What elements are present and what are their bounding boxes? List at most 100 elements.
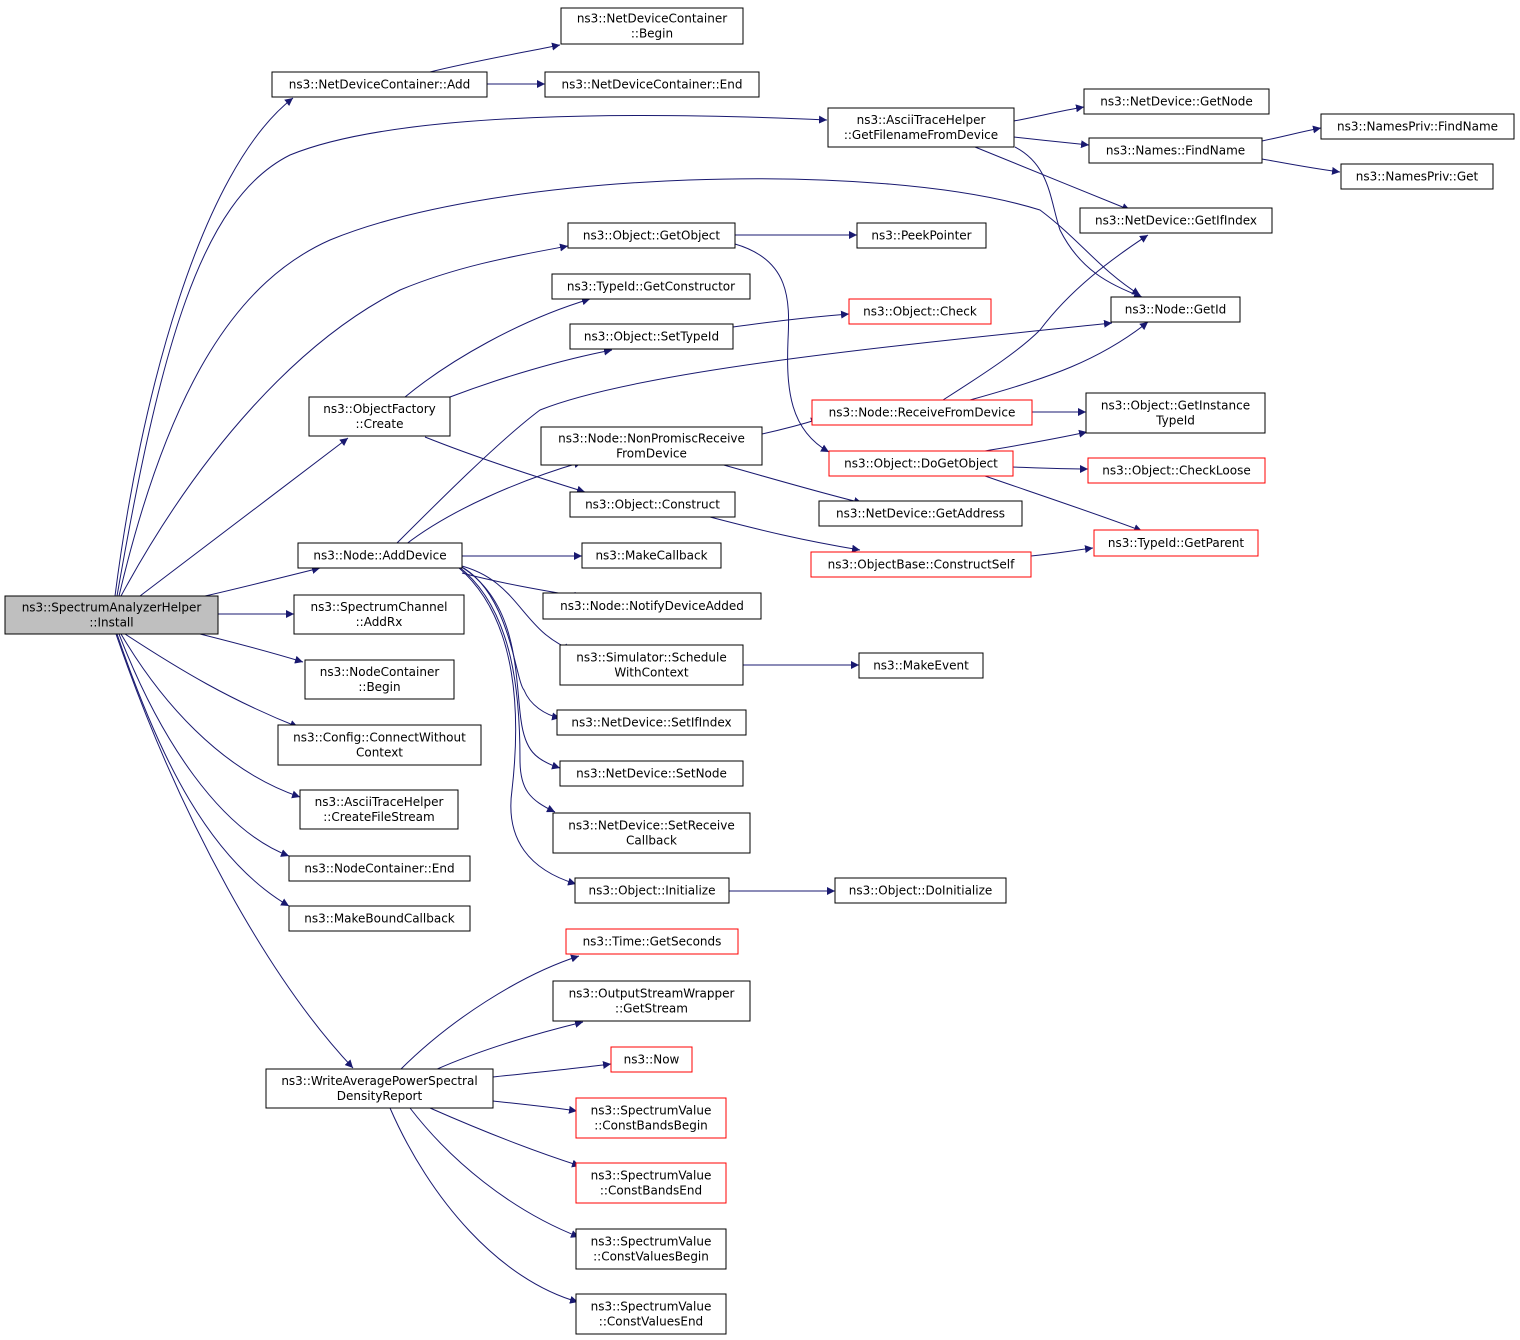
node-box [560, 7, 744, 45]
node-ndc-add[interactable]: ns3::NetDeviceContainer::Add [271, 71, 488, 98]
node-box [834, 877, 1007, 904]
node-label: ns3::NodeContainer [320, 665, 440, 679]
node-label: ns3::NetDevice::SetNode [576, 767, 727, 781]
node-node-notifydeviceadded[interactable]: ns3::Node::NotifyDeviceAdded [542, 592, 762, 620]
node-box [1093, 529, 1259, 557]
node-box [574, 877, 730, 904]
node-label: ns3::NodeContainer::End [304, 862, 454, 876]
node-box [299, 789, 459, 830]
node-namespriv-findname[interactable]: ns3::NamesPriv::FindName [1320, 113, 1515, 140]
node-label: ns3::Names::FindName [1106, 144, 1245, 158]
node-osw-getstream[interactable]: ns3::OutputStreamWrapper::GetStream [552, 980, 751, 1022]
edge-ath-findname [1013, 136, 1090, 149]
node-label: ns3::TypeId::GetParent [1108, 536, 1244, 550]
node-now[interactable]: ns3::Now [610, 1046, 693, 1073]
node-nodecontainer-begin[interactable]: ns3::NodeContainer::Begin [304, 659, 455, 700]
edge-dogetobject-checkloose [1012, 464, 1089, 473]
edge-ath-getnode [1013, 104, 1085, 122]
node-makecallback[interactable]: ns3::MakeCallback [581, 542, 722, 569]
node-label: ns3::NetDeviceContainer::End [561, 78, 742, 92]
edge-receive-getifindex [942, 234, 1149, 401]
node-typeid-getconstructor[interactable]: ns3::TypeId::GetConstructor [551, 273, 751, 300]
node-box [1110, 296, 1241, 323]
node-label: ns3::NetDevice::SetIfIndex [571, 716, 731, 730]
node-nd-setnode[interactable]: ns3::NetDevice::SetNode [559, 760, 744, 787]
node-nd-getnode[interactable]: ns3::NetDevice::GetNode [1083, 88, 1270, 115]
node-obj-construct[interactable]: ns3::Object::Construct [569, 491, 736, 518]
node-nodecontainer-end[interactable]: ns3::NodeContainer::End [288, 855, 471, 882]
node-box [856, 222, 987, 249]
node-node-adddevice[interactable]: ns3::Node::AddDevice [297, 542, 463, 569]
node-label: ns3::Simulator::Schedule [576, 651, 727, 665]
node-label: ns3::Object::CheckLoose [1102, 464, 1250, 478]
node-nd-getaddress[interactable]: ns3::NetDevice::GetAddress [818, 500, 1023, 527]
node-makeboundcallback[interactable]: ns3::MakeBoundCallback [288, 905, 471, 932]
node-obj-doinitialize[interactable]: ns3::Object::DoInitialize [834, 877, 1007, 904]
node-node-receivefromdevice[interactable]: ns3::Node::ReceiveFromDevice [811, 399, 1033, 426]
node-label: ns3::Time::GetSeconds [583, 935, 722, 949]
node-label: ns3::NetDevice::SetReceive [568, 819, 734, 833]
node-writeavg[interactable]: ns3::WriteAveragePowerSpectralDensityRep… [265, 1068, 494, 1109]
node-objfactory-create[interactable]: ns3::ObjectFactory::Create [308, 396, 451, 437]
node-label: ns3::AsciiTraceHelper [315, 795, 444, 809]
node-makeevent[interactable]: ns3::MakeEvent [858, 652, 984, 679]
node-nd-setifindex[interactable]: ns3::NetDevice::SetIfIndex [556, 709, 747, 736]
node-ath-getfilename[interactable]: ns3::AsciiTraceHelper::GetFilenameFromDe… [827, 107, 1015, 148]
node-obj-check[interactable]: ns3::Object::Check [848, 298, 992, 325]
node-sv-constvaluesbegin[interactable]: ns3::SpectrumValue::ConstValuesBegin [575, 1228, 727, 1270]
node-label: ns3::SpectrumValue [591, 1169, 712, 1183]
node-namespriv-get[interactable]: ns3::NamesPriv::Get [1340, 163, 1494, 190]
node-sv-constbandsend[interactable]: ns3::SpectrumValue::ConstBandsEnd [575, 1162, 727, 1204]
node-label: ::ConstValuesBegin [593, 1250, 709, 1264]
node-box [308, 396, 451, 437]
node-time-getseconds[interactable]: ns3::Time::GetSeconds [565, 928, 739, 955]
edge-construct-constructself [709, 516, 861, 553]
node-label: ns3::Node::GetId [1125, 303, 1227, 317]
node-label: DensityReport [337, 1089, 423, 1103]
node-label: Callback [626, 834, 677, 848]
node-box [1087, 457, 1266, 484]
edge-constructself-getparent [1030, 545, 1094, 557]
node-box [569, 491, 736, 518]
node-ndc-end[interactable]: ns3::NetDeviceContainer::End [544, 71, 760, 98]
node-nd-getifindex[interactable]: ns3::NetDevice::GetIfIndex [1079, 207, 1273, 234]
node-box [559, 644, 744, 686]
node-names-findname[interactable]: ns3::Names::FindName [1088, 137, 1263, 164]
node-node-getid[interactable]: ns3::Node::GetId [1110, 296, 1241, 323]
node-label: ns3::NetDevice::GetNode [1100, 95, 1252, 109]
node-peekpointer[interactable]: ns3::PeekPointer [856, 222, 987, 249]
node-ath-createfilestream[interactable]: ns3::AsciiTraceHelper::CreateFileStream [299, 789, 459, 830]
node-obj-settypeid[interactable]: ns3::Object::SetTypeId [569, 323, 734, 350]
node-label: ns3::ObjectBase::ConstructSelf [828, 558, 1015, 572]
node-label: ns3::Node::ReceiveFromDevice [829, 406, 1016, 420]
node-obj-dogetobject[interactable]: ns3::Object::DoGetObject [828, 450, 1014, 477]
node-box [288, 905, 471, 932]
edge-writeavg-now [492, 1061, 612, 1078]
node-typeid-getparent[interactable]: ns3::TypeId::GetParent [1093, 529, 1259, 557]
node-objbase-constructself[interactable]: ns3::ObjectBase::ConstructSelf [810, 551, 1032, 578]
node-label: ::GetFilenameFromDevice [844, 128, 998, 142]
node-sv-constbandsbegin[interactable]: ns3::SpectrumValue::ConstBandsBegin [575, 1097, 727, 1139]
edge-adddevice-initialize [457, 566, 577, 886]
node-label: ::Begin [631, 27, 673, 41]
node-sv-constvaluesend[interactable]: ns3::SpectrumValue::ConstValuesEnd [575, 1293, 727, 1335]
node-label: ns3::Object::SetTypeId [584, 330, 719, 344]
edge-writeavg-getstream [434, 1020, 584, 1071]
node-label: WithContext [614, 666, 689, 680]
node-label: ns3::MakeEvent [873, 659, 969, 673]
edge-adddevice-getid [394, 319, 1113, 546]
node-ndc-begin[interactable]: ns3::NetDeviceContainer::Begin [560, 7, 744, 45]
edge-ndc-add-ndc-begin [429, 42, 561, 73]
node-obj-checkloose[interactable]: ns3::Object::CheckLoose [1087, 457, 1266, 484]
node-label: ns3::NamesPriv::Get [1356, 170, 1479, 184]
node-box [4, 595, 219, 635]
node-spectrumchannel-addrx[interactable]: ns3::SpectrumChannel::AddRx [293, 594, 465, 635]
node-install[interactable]: ns3::SpectrumAnalyzerHelper::Install [4, 595, 219, 635]
node-obj-getobject[interactable]: ns3::Object::GetObject [567, 222, 736, 249]
node-obj-initialize[interactable]: ns3::Object::Initialize [574, 877, 730, 904]
